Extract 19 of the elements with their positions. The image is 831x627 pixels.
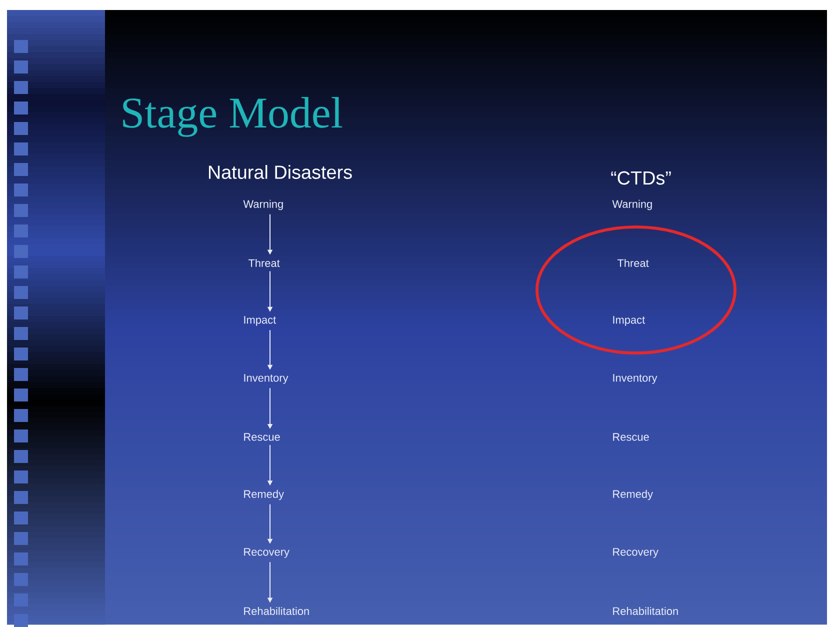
stage-label: Remedy [613, 490, 653, 500]
stage-label: Threat [248, 258, 280, 268]
stage-label: Rescue [244, 433, 280, 441]
column-heading: “CTDs” [611, 171, 671, 185]
stage-label: Impact [613, 316, 646, 326]
column-heading: Natural Disasters [208, 165, 352, 179]
stage-label: Inventory [244, 374, 288, 384]
stage-label: Warning [612, 200, 652, 210]
stage-label: Rehabilitation [613, 606, 678, 615]
stage-label: Inventory [613, 374, 658, 384]
stage-label: Rehabilitation [244, 606, 309, 615]
stage-label: Rescue [613, 433, 649, 441]
stage-label: Recovery [613, 548, 658, 558]
slide-title: Stage Model [123, 97, 342, 137]
stage-label: Impact [244, 316, 276, 326]
stage-label: Warning [243, 200, 283, 210]
stage-label: Recovery [244, 548, 290, 558]
stage-label: Threat [617, 258, 649, 268]
stage-label: Remedy [244, 490, 284, 500]
